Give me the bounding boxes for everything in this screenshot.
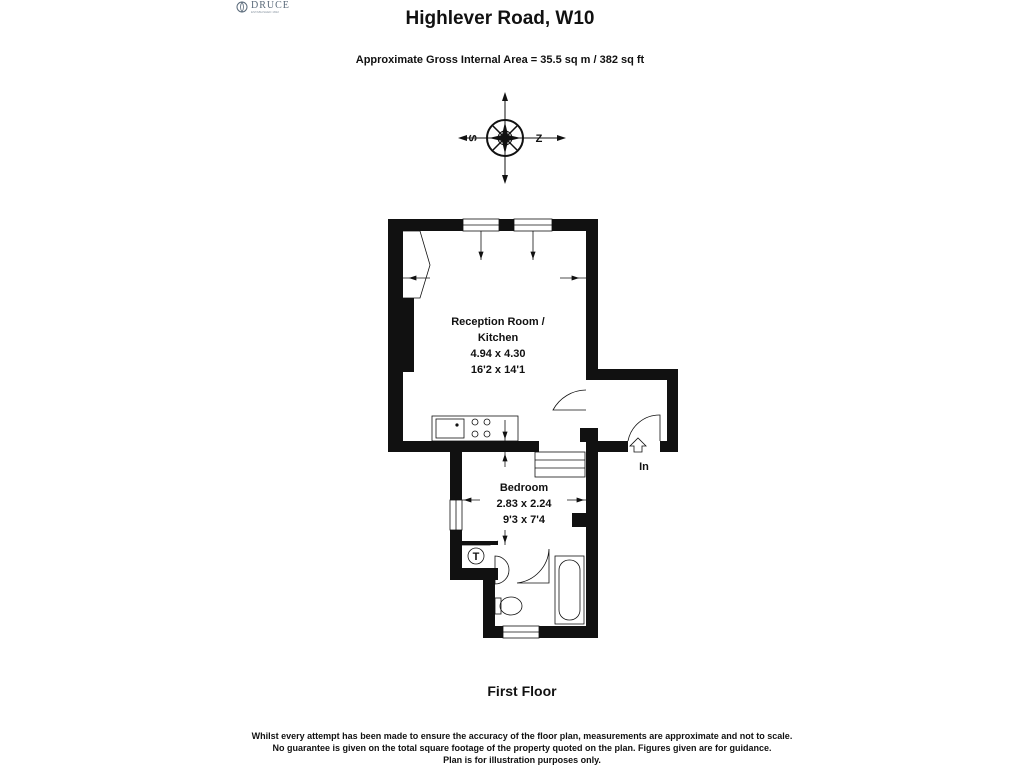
- disclaimer-line: Whilst every attempt has been made to en…: [251, 731, 793, 741]
- floor-label: First Floor: [487, 683, 557, 699]
- bedroom-imperial: 9'3 x 7'4: [503, 514, 546, 526]
- disclaimer-line: Plan is for illustration purposes only.: [443, 755, 601, 765]
- property-title: Highlever Road, W10: [405, 8, 595, 29]
- fittings: [403, 230, 661, 625]
- reception-imperial: 16'2 x 14'1: [471, 364, 525, 376]
- tank-label: T: [473, 551, 480, 563]
- entrance-label: In: [639, 461, 649, 473]
- windows: [449, 218, 553, 639]
- brand-tagline: ESTABLISHED 1822: [251, 10, 279, 14]
- disclaimer: Whilst every attempt has been made to en…: [0, 730, 1024, 766]
- brand-name: DRUCE: [251, 0, 290, 11]
- gross-area: Approximate Gross Internal Area = 35.5 s…: [355, 54, 645, 66]
- compass-left-letter: S: [466, 134, 478, 141]
- brand-logo: DRUCE ESTABLISHED 1822: [236, 0, 296, 14]
- druce-logo-icon: [236, 1, 248, 13]
- reception-name-line2: Kitchen: [478, 332, 519, 344]
- compass-right-letter: Z: [536, 133, 543, 145]
- reception-metric: 4.94 x 4.30: [470, 348, 525, 360]
- bedroom-name: Bedroom: [500, 482, 549, 494]
- compass-icon: [458, 92, 566, 184]
- reception-name-line1: Reception Room /: [451, 316, 545, 328]
- disclaimer-line: No guarantee is given on the total squar…: [272, 743, 772, 753]
- bedroom-metric: 2.83 x 2.24: [496, 498, 552, 510]
- walls: [388, 219, 678, 638]
